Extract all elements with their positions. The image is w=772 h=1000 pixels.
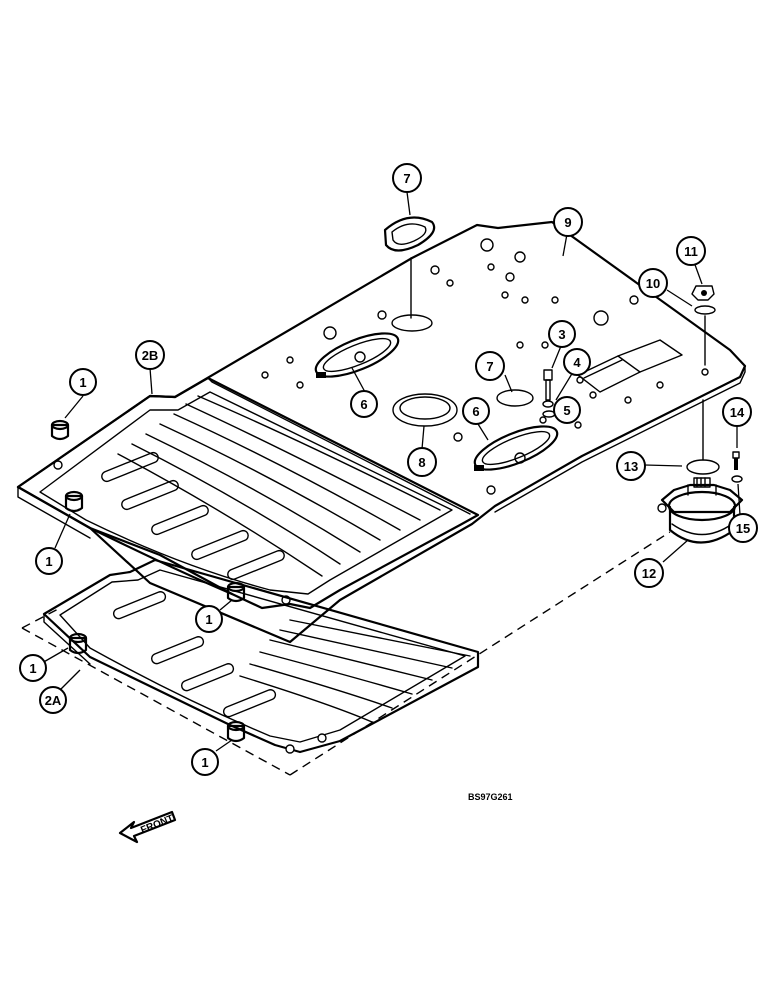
drawing-code: BS97G261: [468, 792, 513, 802]
svg-text:1: 1: [79, 375, 86, 390]
svg-text:1: 1: [45, 554, 52, 569]
grommet-top: [383, 216, 436, 319]
svg-text:7: 7: [403, 171, 410, 186]
callout-1-e: 1: [191, 748, 219, 776]
svg-text:4: 4: [573, 355, 581, 370]
svg-text:15: 15: [736, 521, 750, 536]
leader-lines: [41, 191, 741, 752]
svg-text:2A: 2A: [45, 693, 62, 708]
svg-text:11: 11: [684, 244, 698, 259]
floor-plate: [16, 220, 747, 644]
callout-14: 14: [722, 397, 752, 427]
callout-8: 8: [407, 447, 437, 477]
callout-1-c: 1: [195, 605, 223, 633]
svg-text:2B: 2B: [142, 348, 159, 363]
svg-text:12: 12: [642, 566, 656, 581]
svg-text:9: 9: [564, 215, 571, 230]
floor-mat-upper: [16, 376, 480, 610]
callout-10: 10: [638, 268, 668, 298]
slot-covers: [314, 332, 559, 471]
seal-ring: [392, 393, 458, 427]
callout-3: 3: [548, 320, 576, 348]
svg-text:7: 7: [486, 359, 493, 374]
floor-mat-lower: [42, 558, 480, 754]
svg-text:1: 1: [29, 661, 36, 676]
callout-2b: 2B: [135, 340, 165, 370]
callout-6-left: 6: [350, 390, 378, 418]
svg-text:13: 13: [624, 459, 638, 474]
svg-text:1: 1: [205, 612, 212, 627]
front-arrow: FRONT: [118, 810, 177, 844]
callout-6-right: 6: [462, 397, 490, 425]
svg-text:14: 14: [730, 405, 745, 420]
svg-text:6: 6: [472, 404, 479, 419]
callout-1-b: 1: [35, 547, 63, 575]
callout-4: 4: [563, 348, 591, 376]
callout-1-a: 1: [69, 368, 97, 396]
callout-11: 11: [676, 236, 706, 266]
svg-text:3: 3: [558, 327, 565, 342]
callout-2a: 2A: [39, 686, 67, 714]
callout-12: 12: [634, 558, 664, 588]
callout-9: 9: [553, 207, 583, 237]
callout-7-mid: 7: [475, 351, 505, 381]
callout-5: 5: [553, 396, 581, 424]
nut-washer: [691, 285, 716, 366]
svg-text:1: 1: [201, 755, 208, 770]
svg-text:6: 6: [360, 397, 367, 412]
svg-text:10: 10: [646, 276, 660, 291]
mount-assembly: [657, 399, 744, 544]
callout-1-d: 1: [19, 654, 47, 682]
callout-7-top: 7: [392, 163, 422, 193]
svg-text:8: 8: [418, 455, 425, 470]
callout-15: 15: [728, 513, 758, 543]
callout-13: 13: [616, 451, 646, 481]
svg-text:5: 5: [563, 403, 570, 418]
